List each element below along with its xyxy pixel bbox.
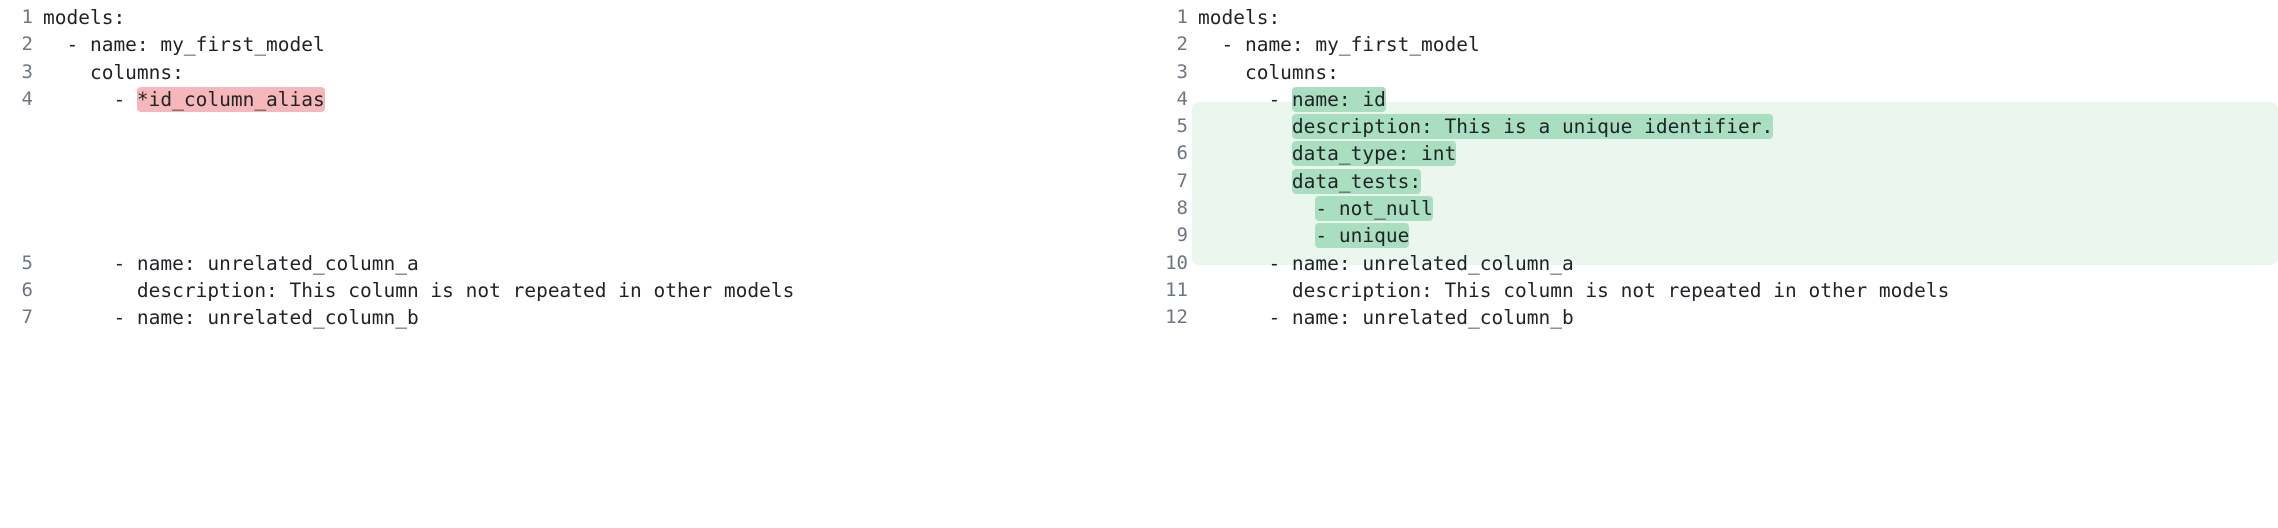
added-word-highlight: - unique xyxy=(1315,223,1410,249)
line-number: 7 xyxy=(1176,169,1188,192)
diff-line[interactable]: 10 - name: unrelated_column_a xyxy=(1139,250,2278,277)
added-word-highlight: - not_null xyxy=(1315,196,1433,222)
line-code: - *id_column_alias xyxy=(43,86,325,112)
line-code: data_type: int xyxy=(1188,140,2278,167)
added-word-highlight: data_tests: xyxy=(1291,168,1422,194)
added-word-highlight: name: id xyxy=(1291,86,1386,112)
diff-line[interactable]: 1 models: xyxy=(0,4,1139,31)
diff-line[interactable]: 7 - name: unrelated_column_b xyxy=(0,304,1139,331)
line-code: - not_null xyxy=(1188,195,2278,222)
diff-line[interactable]: 2 - name: my_first_model xyxy=(1139,31,2278,58)
diff-line[interactable]: 1 models: xyxy=(1139,4,2278,31)
line-number: 6 xyxy=(21,278,33,301)
line-code: - unique xyxy=(1188,222,2278,249)
added-word-highlight: data_type: int xyxy=(1291,141,1457,167)
line-code: description: This column is not repeated… xyxy=(43,278,795,302)
diff-line-added[interactable]: 8 - not_null xyxy=(1139,195,2278,222)
filler-spacer xyxy=(0,113,1139,250)
diff-line[interactable]: 5 - name: unrelated_column_a xyxy=(0,250,1139,277)
line-number: 2 xyxy=(21,33,33,56)
line-number: 6 xyxy=(1176,142,1188,165)
line-number: 2 xyxy=(1176,33,1188,56)
diff-line[interactable]: 2 - name: my_first_model xyxy=(0,31,1139,58)
diff-line-added[interactable]: 9 - unique xyxy=(1139,222,2278,249)
added-word-highlight: description: This is a unique identifier… xyxy=(1291,114,1774,140)
line-code: columns: xyxy=(43,60,184,84)
line-code: - name: id xyxy=(1198,86,1386,112)
line-number: 4 xyxy=(21,87,33,110)
diff-pane-before: 1 models: 2 - name: my_first_model 3 col… xyxy=(0,4,1139,331)
diff-line[interactable]: 3 columns: xyxy=(1139,59,2278,86)
line-code: - name: my_first_model xyxy=(43,33,325,57)
diff-line-added[interactable]: 4 - name: id xyxy=(1139,86,2278,113)
line-code: - name: my_first_model xyxy=(1198,33,1480,57)
line-number: 12 xyxy=(1165,306,1188,329)
diff-line[interactable]: 6 description: This column is not repeat… xyxy=(0,277,1139,304)
line-code: description: This column is not repeated… xyxy=(1198,278,1950,302)
line-number: 7 xyxy=(21,306,33,329)
diff-line-added[interactable]: 6 data_type: int xyxy=(1139,140,2278,167)
diff-line[interactable]: 11 description: This column is not repea… xyxy=(1139,277,2278,304)
line-code: description: This is a unique identifier… xyxy=(1188,113,2278,140)
line-number: 1 xyxy=(1176,6,1188,28)
line-code: data_tests: xyxy=(1188,168,2278,195)
line-code: models: xyxy=(1198,6,1281,29)
line-number: 3 xyxy=(1176,60,1188,83)
line-number: 4 xyxy=(1176,87,1188,110)
line-code: columns: xyxy=(1198,60,1339,84)
diff-pane-after: 1 models: 2 - name: my_first_model 3 col… xyxy=(1139,0,2278,528)
line-number: 5 xyxy=(1176,115,1188,138)
diff-line-added[interactable]: 5 description: This is a unique identifi… xyxy=(1139,113,2278,140)
line-number: 8 xyxy=(1176,197,1188,220)
line-code: models: xyxy=(43,6,126,29)
diff-line[interactable]: 3 columns: xyxy=(0,59,1139,86)
line-code: - name: unrelated_column_a xyxy=(43,251,419,275)
line-number: 9 xyxy=(1176,224,1188,247)
line-code: - name: unrelated_column_b xyxy=(1198,306,1574,330)
line-number: 3 xyxy=(21,60,33,83)
diff-line-deleted[interactable]: 4 - *id_column_alias xyxy=(0,86,1139,113)
line-code: - name: unrelated_column_b xyxy=(43,306,419,330)
diff-line-added[interactable]: 7 data_tests: xyxy=(1139,168,2278,195)
diff-line[interactable]: 12 - name: unrelated_column_b xyxy=(1139,304,2278,331)
line-code: - name: unrelated_column_a xyxy=(1198,251,1574,275)
deleted-word-highlight: *id_column_alias xyxy=(136,86,325,112)
line-number: 1 xyxy=(21,6,33,28)
line-number: 10 xyxy=(1165,251,1188,274)
line-number: 5 xyxy=(21,251,33,274)
line-number: 11 xyxy=(1165,278,1188,301)
